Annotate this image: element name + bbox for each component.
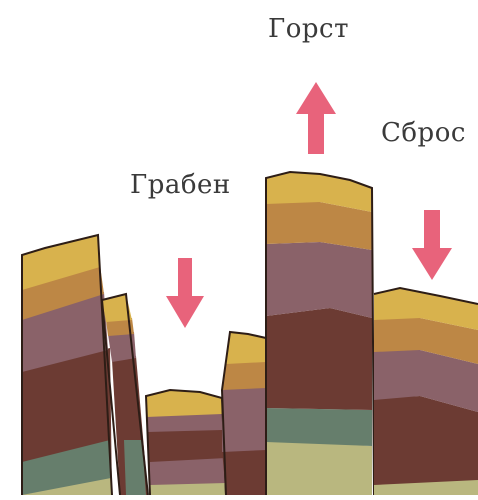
graben-block	[146, 390, 226, 495]
step-block	[222, 332, 266, 495]
graben-layer-pale	[150, 483, 226, 495]
fault-down-arrow-icon	[412, 210, 452, 280]
horst-layer-pale	[266, 440, 372, 495]
fault-label: Сброс	[381, 118, 466, 148]
horst-up-arrow-icon	[296, 82, 336, 154]
horst-block	[266, 172, 374, 495]
step-layer-brown	[222, 448, 266, 495]
left-block	[22, 235, 112, 495]
horst-layer-brown	[266, 308, 372, 410]
fault-layer-brown	[374, 396, 478, 495]
horst-layer-mauve	[266, 242, 372, 318]
horst-layer-green	[266, 408, 372, 446]
step-layer-ochre	[222, 360, 266, 390]
graben-down-arrow-icon	[166, 258, 204, 328]
graben-layer-mauve-low	[150, 458, 226, 487]
graben-label: Грабен	[130, 170, 231, 200]
horst-label: Горст	[268, 14, 349, 44]
fault-block	[374, 288, 478, 495]
step-layer-mauve	[222, 386, 266, 452]
